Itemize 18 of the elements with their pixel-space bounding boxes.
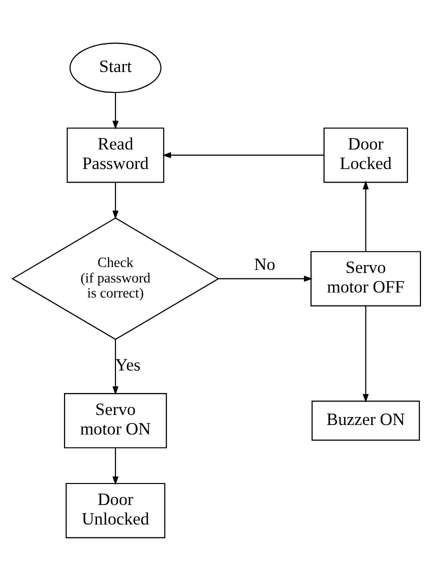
arrow [112,182,118,220]
node-box: Servo motor ON [64,393,167,448]
arrow [112,339,118,396]
node-diamond: Check (if password is correct) [11,217,220,340]
node-box: Door Locked [324,128,408,183]
arrow [112,92,118,130]
node-ellipse: Start [69,42,162,94]
node-box: Door Unlocked [66,482,166,538]
node-box: Buzzer ON [312,400,420,441]
arrow [362,306,369,403]
arrow [112,448,118,486]
node-box: Read Password [66,128,164,183]
arrow [362,180,369,252]
arrow [218,276,313,282]
node-box: Servo motor OFF [310,251,421,306]
arrow [162,152,324,158]
edge-label: No [254,254,276,274]
edge-label: Yes [115,356,141,375]
